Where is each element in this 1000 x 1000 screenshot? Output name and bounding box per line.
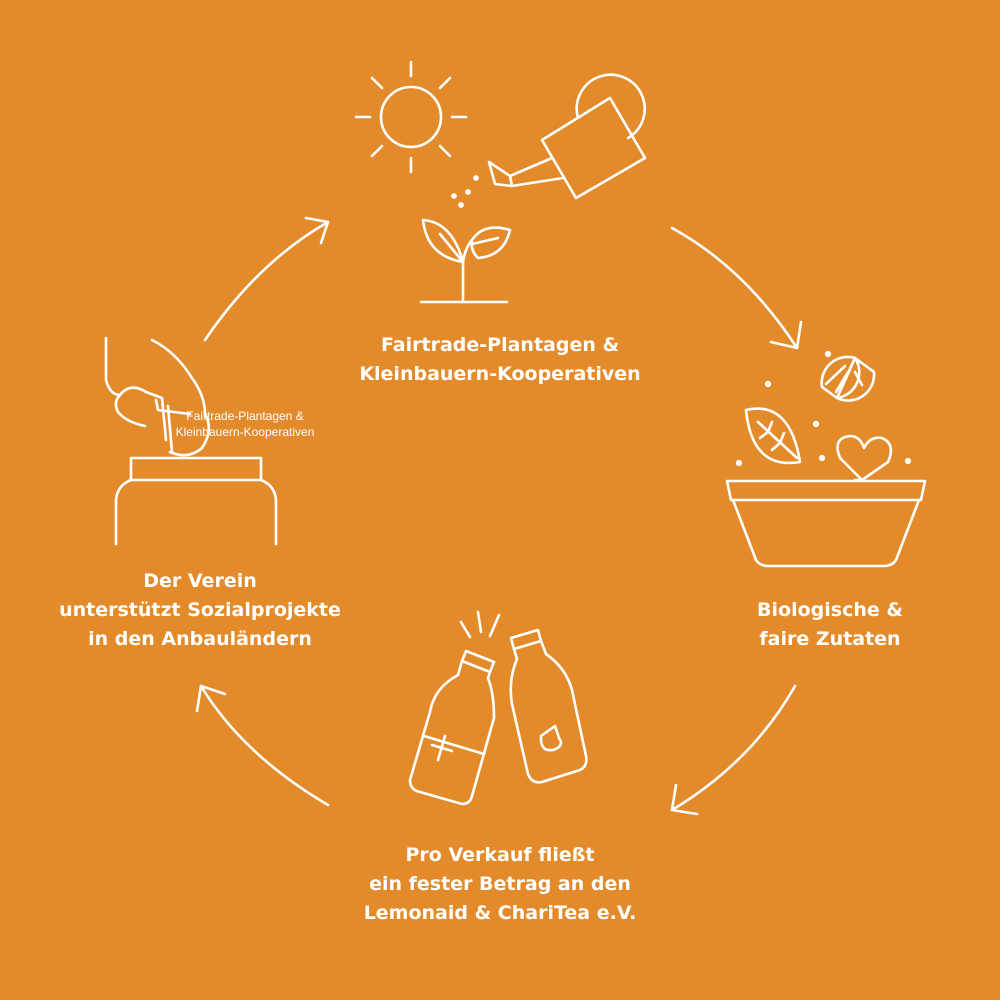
step-label-line: Der Verein [143, 570, 257, 592]
overlay-label-line: Kleinbauern-Kooperativen [175, 425, 315, 439]
bottles-toast-icon [408, 610, 588, 806]
step-label-plantation: Fairtrade-Plantagen & Kleinbauern-Kooper… [320, 331, 680, 389]
overlay-label-line: Fairtrade-Plantagen & [186, 409, 304, 423]
step-label-line: unterstützt Sozialprojekte [59, 599, 341, 621]
overlay-label: Fairtrade-Plantagen & Kleinbauern-Kooper… [140, 408, 350, 440]
step-label-line: Fairtrade-Plantagen & [380, 334, 620, 356]
step-label-line: Lemonaid & ChariTea e.V. [363, 902, 637, 924]
leaf-icon [744, 407, 802, 465]
arrow-top-right [670, 226, 803, 350]
bowl-icon [725, 479, 927, 568]
bottle-right [509, 628, 588, 784]
arrow-top-left [203, 216, 330, 342]
step-label-line: ein fester Betrag an den [369, 873, 631, 895]
sun-icon [354, 60, 468, 174]
lemon-slice-icon [820, 355, 876, 402]
step-label-association: Der Verein unterstützt Sozialprojekte in… [50, 567, 350, 654]
step-label-ingredients: Biologische & faire Zutaten [700, 596, 960, 654]
step-label-sale: Pro Verkauf fließt ein fester Betrag an … [330, 841, 670, 928]
step-label-line: faire Zutaten [759, 628, 901, 650]
bottle-left [408, 649, 496, 806]
sparkle-dots [735, 350, 912, 467]
step-label-line: Kleinbauern-Kooperativen [359, 363, 641, 385]
step-label-line: in den Anbauländern [88, 628, 312, 650]
cycle-arrows [195, 216, 803, 816]
step-label-line: Biologische & [757, 599, 903, 621]
watering-can-icon [451, 73, 647, 208]
arrow-bottom-right [670, 684, 797, 816]
hand-donation-jar-icon [104, 336, 278, 546]
heart-icon [836, 434, 893, 482]
arrow-bottom-left [195, 684, 330, 807]
step-label-line: Pro Verkauf fließt [405, 844, 595, 866]
sprout-icon [419, 218, 512, 304]
